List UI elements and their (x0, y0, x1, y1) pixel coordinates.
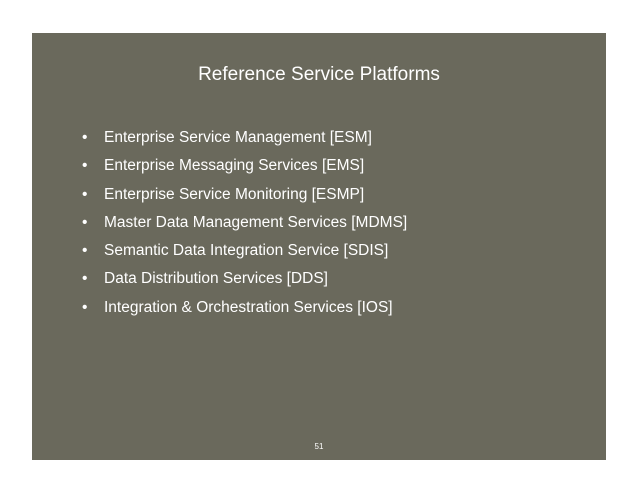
list-item: • Master Data Management Services [MDMS] (82, 209, 592, 237)
list-item: • Integration & Orchestration Services [I… (82, 294, 592, 322)
bullet-icon: • (82, 270, 88, 288)
list-item-text: Enterprise Service Management [ESM] (104, 129, 372, 146)
list-item: • Semantic Data Integration Service [SDIS… (82, 237, 592, 265)
slide: Reference Service Platforms • Enterprise … (32, 33, 606, 460)
list-item: • Enterprise Messaging Services [EMS] (82, 152, 592, 180)
list-item-text: Enterprise Messaging Services [EMS] (104, 157, 365, 175)
bullet-list: • Enterprise Service Management [ESM] • En… (82, 124, 592, 322)
list-item: • Data Distribution Services [DDS] (82, 265, 592, 293)
bullet-icon: • (82, 185, 88, 203)
slide-title: Reference Service Platforms (198, 64, 440, 85)
bullet-icon: • (82, 157, 88, 175)
list-item-text: Master Data Management Services [MDMS] (104, 213, 408, 231)
list-item: • Enterprise Service Monitoring [ESMP] (82, 181, 592, 209)
bullet-icon: • (82, 129, 88, 146)
bullet-icon: • (82, 298, 88, 316)
list-item-text: Data Distribution Services [DDS] (104, 270, 328, 288)
list-item: • Enterprise Service Management [ESM] (82, 124, 592, 152)
bullet-icon: • (82, 213, 88, 231)
list-item-text: Semantic Data Integration Service [SDIS] (104, 242, 389, 260)
list-item-text: Integration & Orchestration Services [IO… (104, 298, 393, 316)
list-item-text: Enterprise Service Monitoring [ESMP] (104, 185, 365, 203)
page-number: 51 (314, 442, 324, 451)
bullet-icon: • (82, 242, 88, 260)
